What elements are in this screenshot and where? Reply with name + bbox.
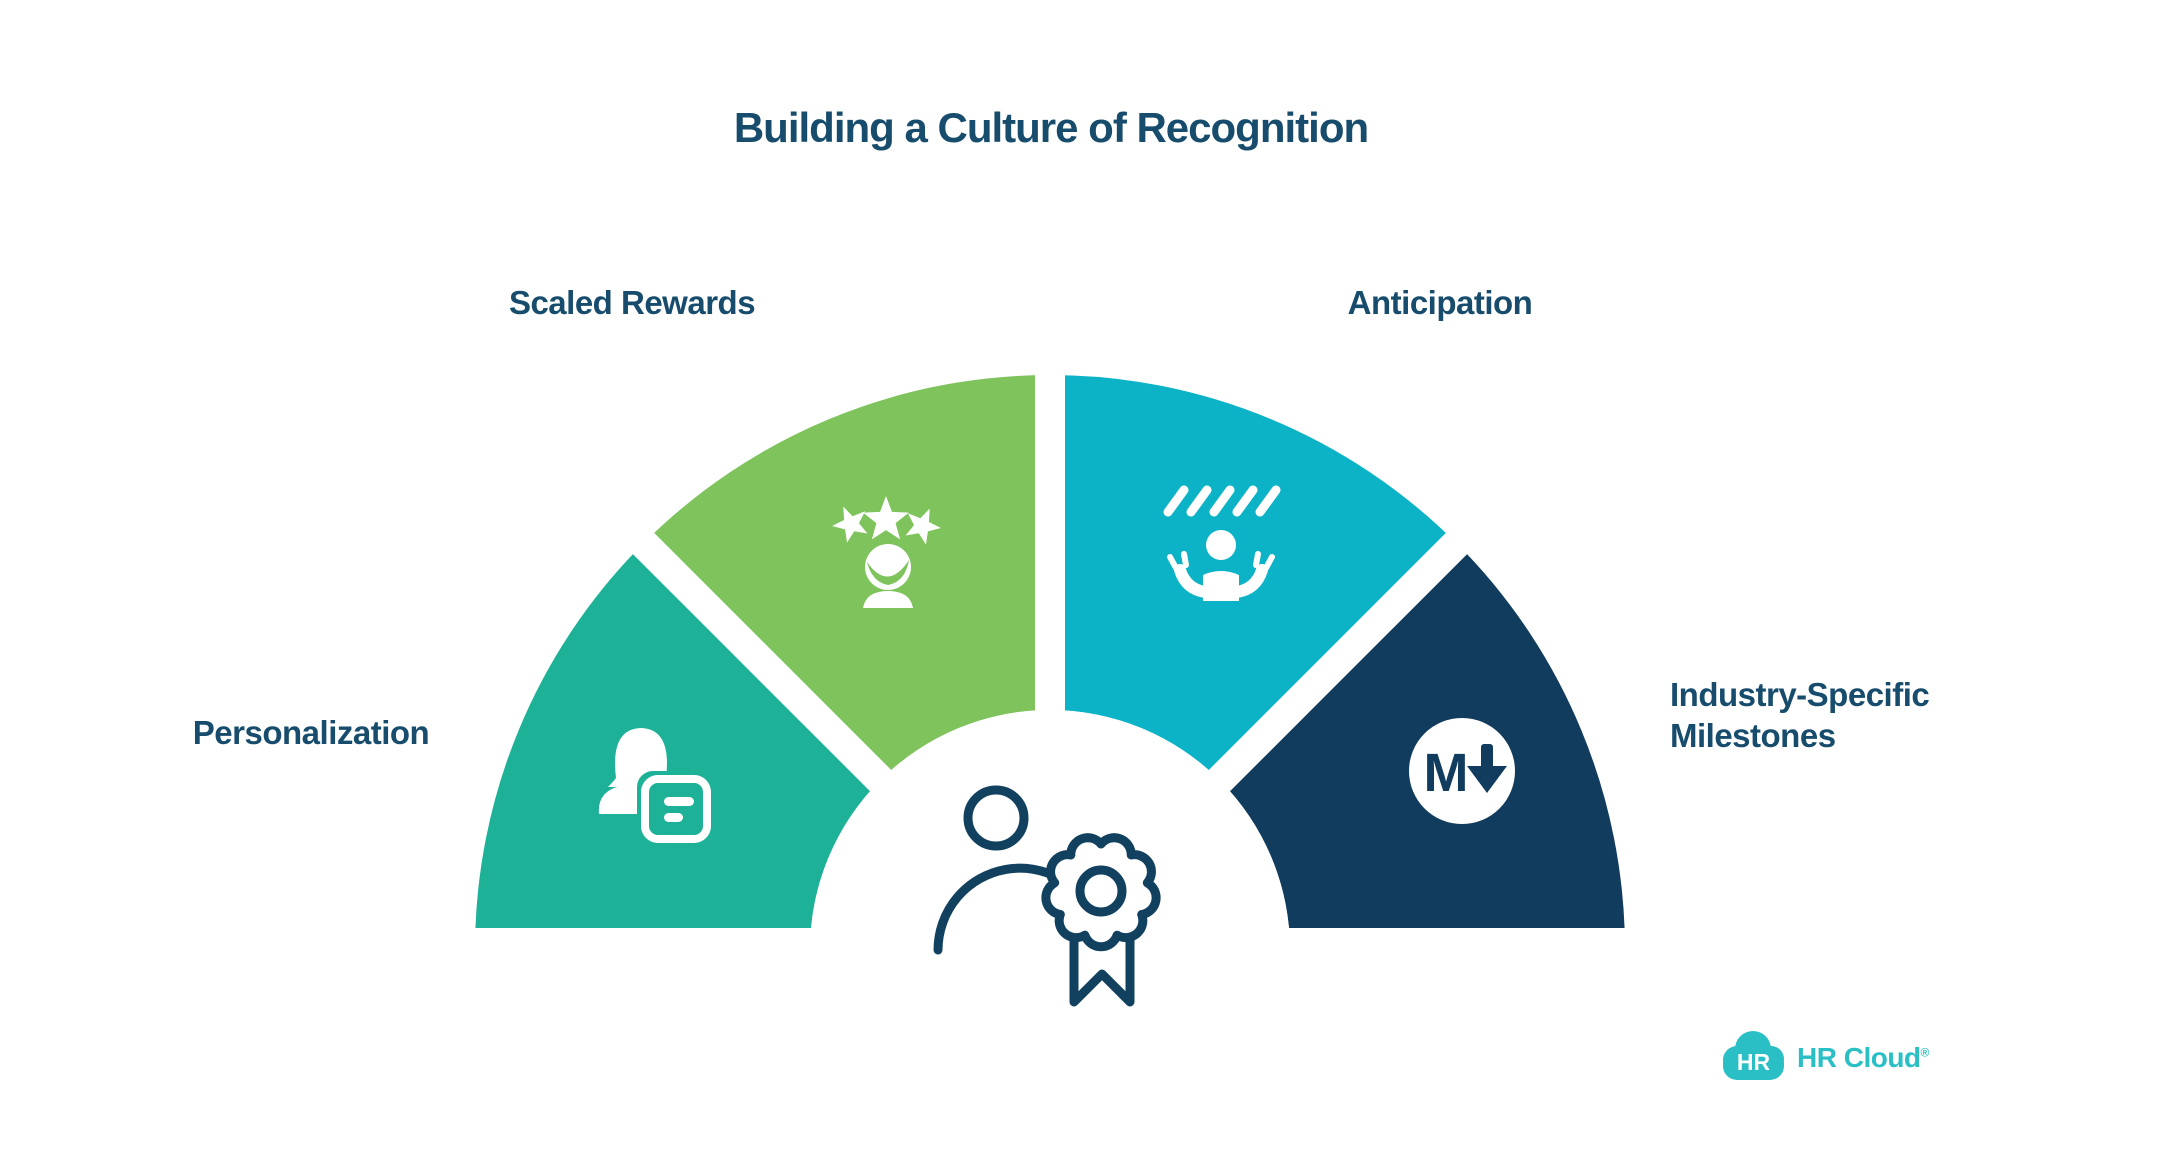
inner-dome <box>811 710 1289 928</box>
label-anticipation: Anticipation <box>1347 284 1533 321</box>
label-industry-specific-milestones: Industry-Specific Milestones <box>1670 676 1930 755</box>
page-title: Building a Culture of Recognition <box>733 104 1369 151</box>
winner-three-stars-icon <box>832 496 941 608</box>
milestone-m-down-arrow-icon: M <box>1409 718 1515 824</box>
person-profile-card-icon <box>598 728 715 847</box>
hr-cloud-logo-icon <box>1723 1031 1784 1080</box>
hr-cloud-wordmark: HR Cloud® <box>1797 1042 1929 1074</box>
segment-personalization <box>475 543 881 928</box>
milestone-m-glyph: M <box>1424 743 1469 803</box>
label-personalization: Personalization <box>192 714 430 751</box>
hr-cloud-badge-text: HR <box>1736 1049 1771 1075</box>
hr-cloud-name: HR Cloud <box>1797 1042 1921 1073</box>
segment-milestones <box>1219 543 1625 928</box>
label-scaled-rewards: Scaled Rewards <box>508 284 756 321</box>
segment-scaled-rewards <box>643 375 1050 781</box>
anticipation-dashes <box>1163 485 1281 517</box>
person-with-award-ribbon-icon <box>933 785 1161 1007</box>
person-arms-raised-icon <box>1163 485 1281 601</box>
registered-trademark-symbol: ® <box>1920 1045 1930 1060</box>
